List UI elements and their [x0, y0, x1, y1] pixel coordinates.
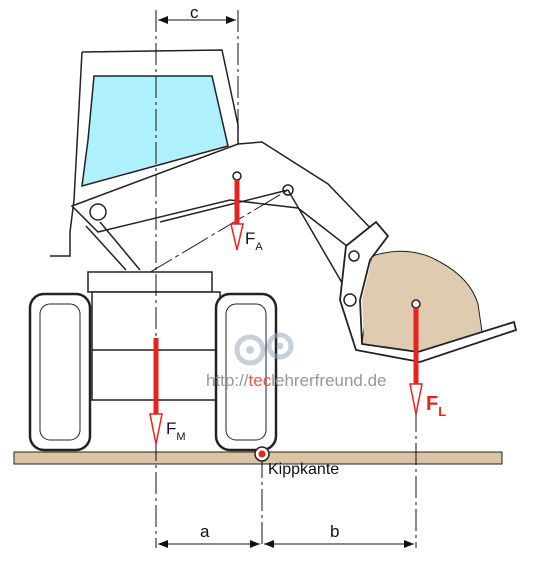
dimension-a-label: a: [200, 522, 210, 541]
force-a-arrowhead: [230, 223, 244, 251]
tipping-edge-point: [258, 450, 266, 458]
force-a-label: FA: [245, 229, 263, 253]
tilt-rod: [159, 189, 289, 223]
front-wheel: [214, 292, 278, 452]
dimension-c-label: c: [190, 3, 199, 22]
lift-cylinder: [85, 225, 127, 271]
watermark-gears-icon: [234, 332, 294, 366]
front-wheel-rim: [225, 303, 267, 441]
force-a-subscript: A: [255, 241, 263, 253]
force-l-subscript: L: [438, 404, 446, 419]
bucket-pivot: [343, 293, 357, 307]
bucket-top-pivot: [348, 250, 360, 262]
cab-frame: [50, 49, 239, 257]
watermark-text: http://teclehrerfreund.de: [206, 371, 387, 390]
arm-pivot: [89, 203, 107, 221]
force-a-origin: [232, 171, 242, 181]
chassis-top: [87, 271, 213, 293]
bucket-load-cover: [362, 253, 480, 350]
rear-wheel-rim: [39, 303, 81, 441]
lift-cylinder: [99, 221, 141, 271]
force-l-label: FL: [426, 393, 446, 419]
force-m-subscript: M: [176, 431, 185, 443]
rear-wheel: [28, 292, 92, 452]
force-m-arrowhead: [149, 413, 163, 445]
force-l-origin: [411, 299, 421, 309]
tipping-edge-label: Kippkante: [268, 461, 339, 478]
cab-window: [81, 75, 229, 188]
force-m-label: FM: [166, 419, 186, 443]
dimension-b-label: b: [330, 522, 339, 541]
force-l-arrowhead: [409, 383, 423, 415]
